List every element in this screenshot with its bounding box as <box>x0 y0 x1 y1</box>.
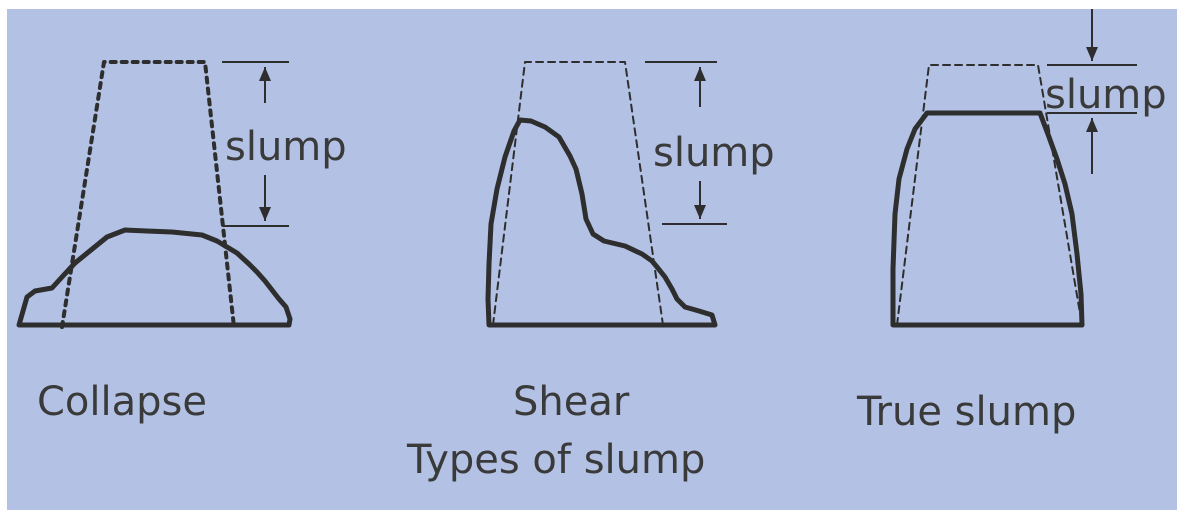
shear-type-label: Shear <box>513 379 630 425</box>
shear-slump-dimension <box>645 61 727 225</box>
collapse-original-cone-outline <box>60 60 236 329</box>
true-slump-figure <box>890 9 1137 328</box>
slump-types-figure <box>16 9 1137 329</box>
true-slump-slump-dimension <box>1047 9 1137 174</box>
collapse-slump-label: slump <box>225 124 347 170</box>
collapse-type-label: Collapse <box>37 379 207 425</box>
true-slump-type-label: True slump <box>857 389 1077 435</box>
collapse-figure <box>16 60 293 329</box>
shear-slump-label: slump <box>653 130 775 176</box>
collapse-slump-dimension <box>222 61 289 227</box>
diagram-panel: slump slump slump Collapse Shear True sl… <box>7 9 1177 510</box>
shear-slumped-profile <box>485 117 718 328</box>
collapse-slumped-profile <box>16 227 293 328</box>
true-slump-original-cone-outline <box>896 64 1083 326</box>
shear-original-cone-outline <box>492 61 664 326</box>
figure-caption: Types of slump <box>407 437 706 483</box>
true-slump-slumped-profile <box>890 110 1085 328</box>
shear-figure <box>485 61 727 328</box>
true-slump-slump-label: slump <box>1045 72 1167 118</box>
